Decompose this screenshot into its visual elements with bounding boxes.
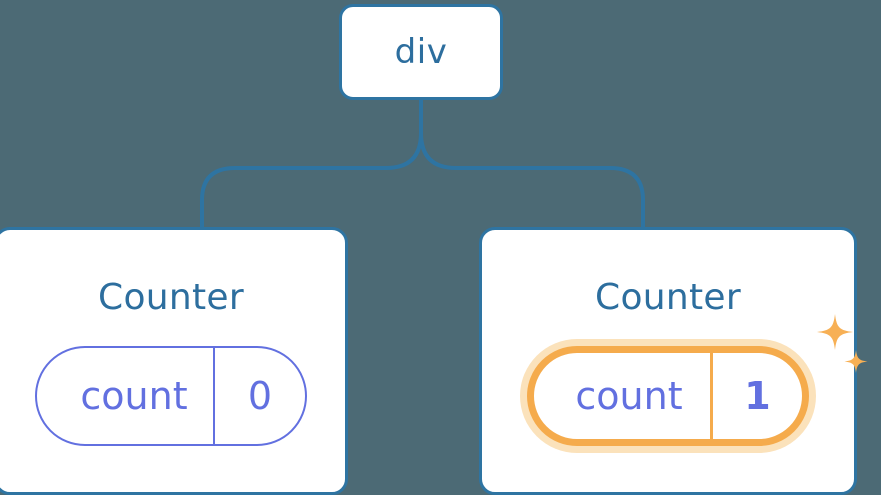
- state-pill-count[interactable]: count 0: [35, 346, 307, 446]
- state-value-label: 0: [213, 348, 305, 444]
- state-key-label: count: [575, 374, 683, 418]
- state-value-label: 1: [710, 353, 802, 439]
- component-card-counter-left[interactable]: Counter count 0: [0, 227, 348, 495]
- state-key-label: count: [80, 374, 188, 418]
- component-title: Counter: [98, 277, 244, 318]
- node-div[interactable]: div: [339, 4, 503, 100]
- node-div-label: div: [394, 32, 448, 72]
- component-card-counter-right[interactable]: Counter count 1: [479, 227, 868, 495]
- sparkle-large-icon: [817, 314, 853, 350]
- state-pill-count[interactable]: count 1: [527, 346, 809, 446]
- state-pill-wrapper: count 0: [35, 346, 307, 446]
- component-title: Counter: [595, 277, 741, 318]
- state-pill-wrapper-highlighted: count 1: [527, 314, 868, 446]
